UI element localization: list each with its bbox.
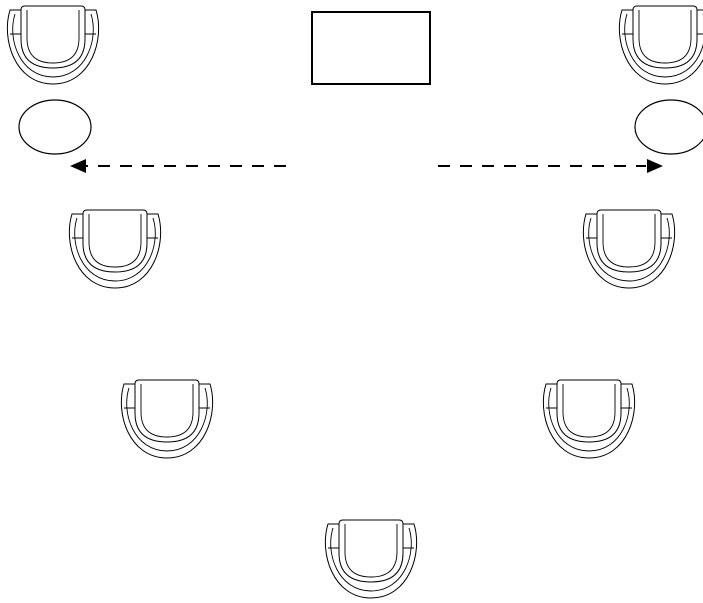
chair-top-left <box>6 5 100 85</box>
arrow-left-head <box>70 159 86 173</box>
oval-right <box>634 99 703 155</box>
oval-left <box>18 99 92 155</box>
arrow-right-head <box>647 159 663 173</box>
chair-row2-left <box>68 209 162 289</box>
chair-row2-right <box>582 209 676 289</box>
chair-row3-right <box>542 379 636 459</box>
chair-bottom-center <box>324 519 418 599</box>
chair-top-right <box>618 5 703 85</box>
chair-row3-left <box>120 379 214 459</box>
board <box>311 11 431 85</box>
